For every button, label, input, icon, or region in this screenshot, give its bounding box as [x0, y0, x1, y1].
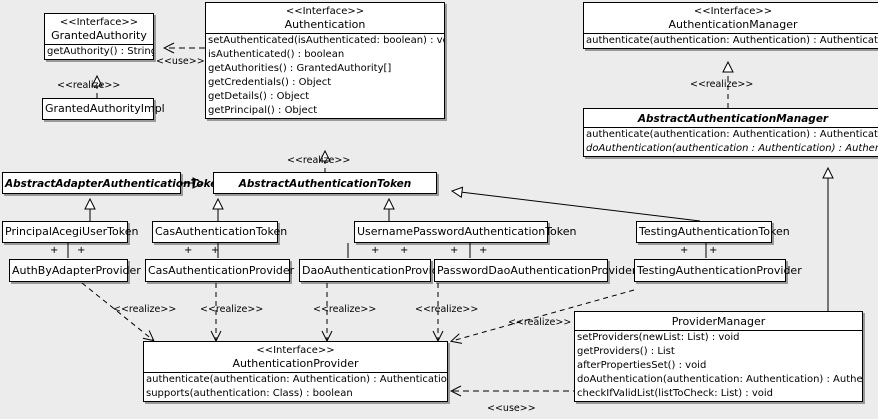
members-compartment: getAuthority() : String: [45, 45, 153, 59]
member-row: getDetails() : Object: [208, 91, 310, 102]
separator: [584, 33, 878, 34]
class-testing-authentication-provider[interactable]: TestingAuthenticationProvider: [634, 259, 802, 282]
multiplicity-mark: +: [709, 245, 718, 256]
class-name: CasAuthenticationToken: [155, 225, 288, 238]
separator: [584, 127, 878, 128]
class-abstract-authentication-token[interactable]: AbstractAuthenticationToken: [213, 172, 437, 194]
generalization-testingauthenticationtoken: [452, 191, 701, 222]
class-header: <<Interface>> AuthenticationManager: [584, 3, 878, 33]
class-header: <<Interface>> GrantedAuthority: [45, 14, 153, 44]
separator: [144, 372, 447, 373]
edge-label-realize-testingauthenticationprovider: <<realize>>: [508, 317, 572, 328]
class-principal-acegi-user-token[interactable]: PrincipalAcegiUserToken: [2, 221, 139, 243]
class-cas-authentication-token[interactable]: CasAuthenticationToken: [152, 221, 288, 243]
class-cas-authentication-provider[interactable]: CasAuthenticationProvider: [145, 259, 295, 282]
edge-label-use-providermanager-authenticationprovider: <<use>>: [487, 403, 536, 414]
member-row: authenticate(authentication: Authenticat…: [586, 35, 878, 46]
class-name: GrantedAuthorityImpl: [45, 102, 165, 115]
realization-authbyadapterprovider: [81, 282, 153, 340]
class-name: DaoAuthenticationProvider: [302, 264, 450, 277]
stereotype-label: <<Interface>>: [285, 6, 365, 17]
separator: [575, 330, 862, 331]
edge-label-realize-authbyadapterprovider: <<realize>>: [113, 304, 177, 315]
members-compartment: setAuthenticated(isAuthenticated: boolea…: [206, 34, 444, 118]
class-name: AuthByAdapterProvider: [12, 264, 141, 277]
member-row: supports(authentication: Class) : boolea…: [146, 388, 353, 399]
member-row: getProviders() : List: [577, 346, 675, 357]
edge-label-realize-casauthenticationprovider: <<realize>>: [200, 304, 264, 315]
class-granted-authority[interactable]: <<Interface>> GrantedAuthority getAuthor…: [44, 13, 154, 60]
multiplicity-mark: +: [371, 245, 380, 256]
edge-label-use-authentication-grantedauthority: <<use>>: [156, 56, 205, 67]
class-abstract-authentication-manager[interactable]: AbstractAuthenticationManager authentica…: [583, 108, 878, 157]
separator: [206, 33, 444, 34]
class-header: <<Interface>> AuthenticationProvider: [144, 342, 447, 372]
multiplicity-mark: +: [479, 245, 488, 256]
member-row: getAuthorities() : GrantedAuthority[]: [208, 63, 392, 74]
separator: [45, 44, 153, 45]
member-row: getAuthority() : String: [47, 46, 153, 57]
class-name: AuthenticationProvider: [232, 357, 359, 370]
member-row: setProviders(newList: List) : void: [577, 332, 740, 343]
member-row: isAuthenticated() : boolean: [208, 49, 345, 60]
class-dao-authentication-provider[interactable]: DaoAuthenticationProvider: [299, 259, 450, 282]
class-authentication-manager[interactable]: <<Interface>> AuthenticationManager auth…: [583, 2, 878, 49]
class-auth-by-adapter-provider[interactable]: AuthByAdapterProvider: [9, 259, 141, 282]
class-password-dao-authentication-provider[interactable]: PasswordDaoAuthenticationProvider: [434, 259, 637, 282]
class-name: AbstractAuthenticationManager: [637, 113, 829, 125]
class-name: AuthenticationManager: [668, 18, 798, 31]
class-name: Authentication: [284, 18, 366, 31]
edge-label-realize-passworddaoauthenticationprovider: <<realize>>: [415, 304, 479, 315]
class-testing-authentication-token[interactable]: TestingAuthenticationToken: [636, 221, 790, 243]
class-name: AbstractAdapterAuthenticationToken: [5, 178, 225, 190]
multiplicity-mark: +: [450, 245, 459, 256]
stereotype-label: <<Interface>>: [59, 17, 139, 28]
class-provider-manager[interactable]: ProviderManager setProviders(newList: Li…: [574, 311, 863, 402]
members-compartment: setProviders(newList: List) : void getPr…: [575, 331, 862, 401]
stereotype-label: <<Interface>>: [256, 345, 335, 356]
class-name: AbstractAuthenticationToken: [238, 178, 412, 190]
class-name: TestingAuthenticationProvider: [637, 264, 802, 277]
member-row: checkIfValidList(listToCheck: List) : vo…: [577, 388, 774, 399]
edge-label-realize-abstractauthenticationtoken: <<realize>>: [287, 155, 351, 166]
member-row: authenticate(authentication: Authenticat…: [146, 374, 447, 385]
multiplicity-mark: +: [50, 245, 59, 256]
class-name: UsernamePasswordAuthenticationToken: [357, 225, 577, 238]
class-name: GrantedAuthority: [51, 29, 147, 42]
edge-label-realize-grantedauthorityimpl: <<realize>>: [57, 80, 121, 91]
members-compartment: authenticate(authentication: Authenticat…: [584, 128, 878, 156]
member-row: getCredentials() : Object: [208, 77, 332, 88]
multiplicity-mark: +: [184, 245, 193, 256]
class-name: PasswordDaoAuthenticationProvider: [437, 264, 637, 277]
members-compartment: authenticate(authentication: Authenticat…: [584, 34, 878, 48]
member-row: setAuthenticated(isAuthenticated: boolea…: [208, 35, 444, 46]
edge-label-realize-abstractauthenticationmanager: <<realize>>: [690, 79, 754, 90]
multiplicity-mark: +: [680, 245, 689, 256]
member-row: getPrincipal() : Object: [208, 105, 318, 116]
class-header: ProviderManager: [575, 312, 862, 330]
edge-label-realize-daoauthenticationprovider: <<realize>>: [313, 304, 377, 315]
class-username-password-authentication-token[interactable]: UsernamePasswordAuthenticationToken: [354, 221, 577, 243]
multiplicity-mark: +: [211, 245, 220, 256]
class-name: PrincipalAcegiUserToken: [5, 225, 139, 238]
multiplicity-mark: +: [77, 245, 86, 256]
realization-testingauthenticationprovider: [452, 289, 635, 341]
member-row: doAuthentication(authentication : Authen…: [586, 143, 878, 154]
class-granted-authority-impl[interactable]: GrantedAuthorityImpl: [42, 98, 165, 120]
class-header: AbstractAuthenticationManager: [584, 109, 878, 127]
members-compartment: authenticate(authentication: Authenticat…: [144, 373, 447, 401]
member-row: doAuthentication(authentication: Authent…: [577, 374, 862, 385]
multiplicity-mark: +: [400, 245, 409, 256]
class-header: <<Interface>> Authentication: [206, 3, 444, 33]
class-name: ProviderManager: [671, 315, 766, 328]
member-row: afterPropertiesSet() : void: [577, 360, 707, 371]
class-name: CasAuthenticationProvider: [148, 264, 295, 277]
class-authentication[interactable]: <<Interface>> Authentication setAuthenti…: [205, 2, 445, 119]
class-authentication-provider[interactable]: <<Interface>> AuthenticationProvider aut…: [143, 341, 448, 402]
member-row: authenticate(authentication: Authenticat…: [586, 129, 878, 140]
stereotype-label: <<Interface>>: [693, 6, 773, 17]
class-name: TestingAuthenticationToken: [639, 225, 790, 238]
class-abstract-adapter-authentication-token[interactable]: AbstractAdapterAuthenticationToken: [2, 172, 225, 194]
